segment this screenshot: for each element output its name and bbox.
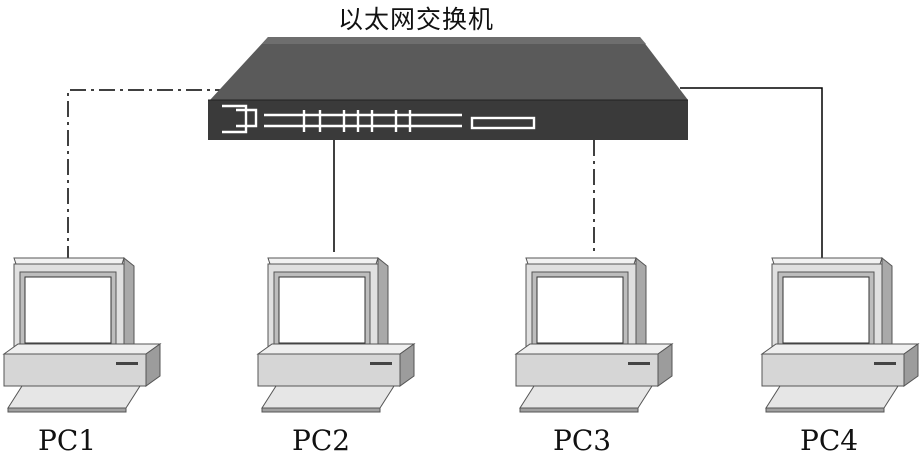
- pc4-icon: [761, 257, 919, 413]
- switch-label: 以太网交换机: [338, 5, 495, 34]
- ethernet-switch-icon: [208, 37, 688, 140]
- pc2-label: PC2: [292, 424, 351, 457]
- pc2-icon: [257, 257, 415, 413]
- connection-lines: [67, 87, 823, 262]
- pc3-icon: [515, 257, 673, 413]
- pc1-icon: [3, 257, 161, 413]
- pc1-label: PC1: [38, 424, 97, 457]
- link-pc1: [67, 89, 220, 262]
- link-pc4: [680, 87, 823, 262]
- pc4-label: PC4: [800, 424, 859, 457]
- pc3-label: PC3: [553, 424, 612, 457]
